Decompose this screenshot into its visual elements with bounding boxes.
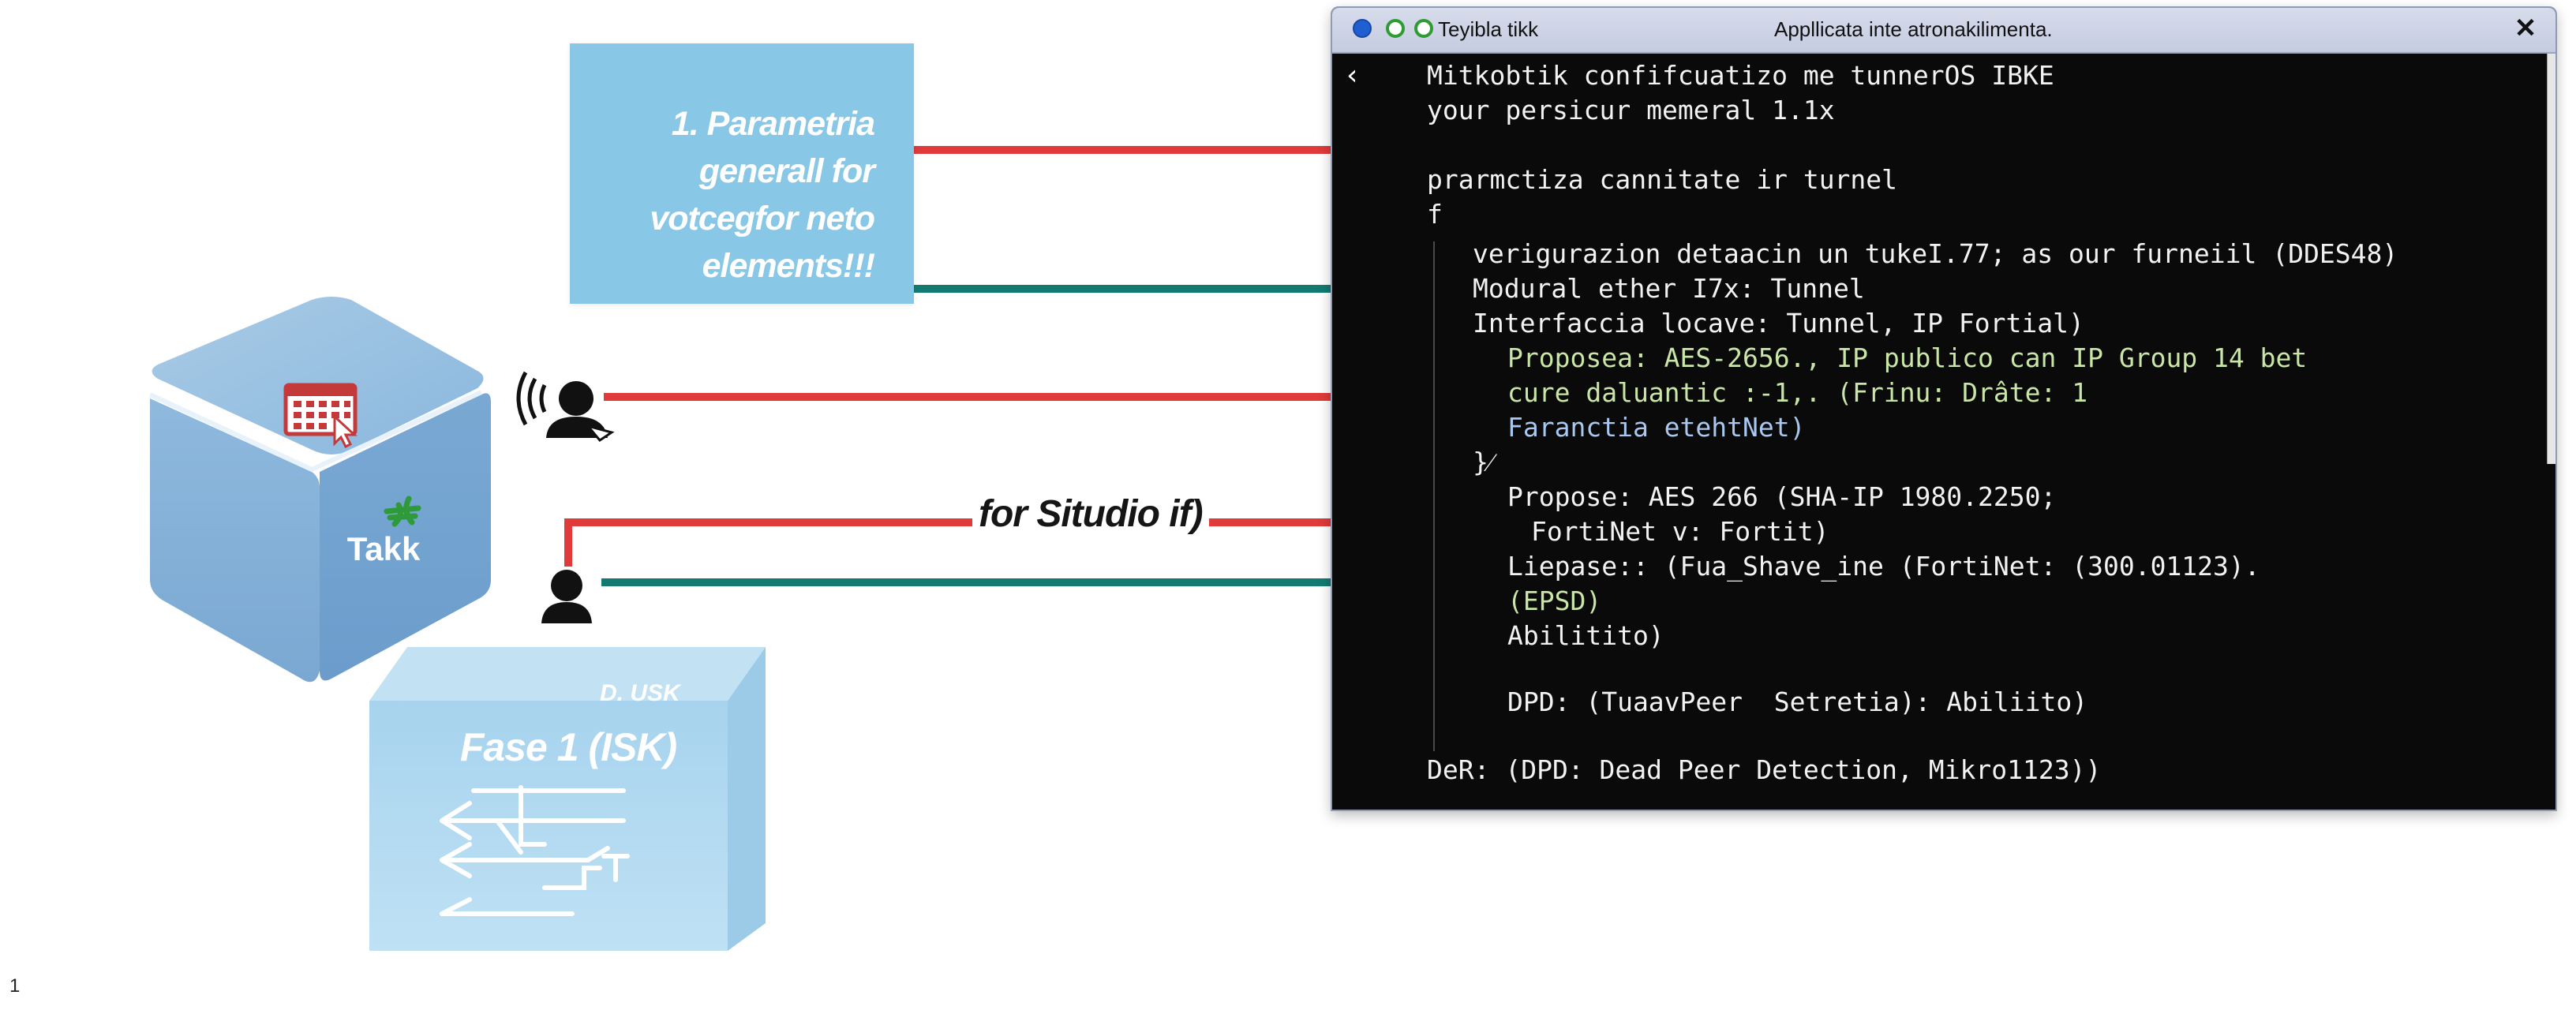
param-line: 1. Parametria bbox=[671, 105, 875, 143]
param-line: votcegfor neto bbox=[650, 200, 875, 238]
user-icon bbox=[541, 570, 592, 623]
green-sparkle-icon bbox=[384, 496, 421, 527]
window-control-green[interactable] bbox=[1414, 19, 1433, 38]
terminal-code: Mitkobtik confifcuatizo me tunnerOS IBKE… bbox=[1332, 8, 2555, 810]
fase-box bbox=[369, 647, 766, 951]
parameter-box-text: 1. Parametria generall for votcegfor net… bbox=[590, 100, 875, 290]
arrow-situdio-red bbox=[564, 518, 1342, 567]
code-line: cure daluantic :-1,. (Frinu: Drâte: 1 bbox=[1507, 377, 2088, 408]
window-control-blue[interactable] bbox=[1353, 19, 1372, 38]
param-line: elements!!! bbox=[702, 247, 875, 285]
terminal-window: Teyibla tikk Appllicata inte atronakilim… bbox=[1331, 6, 2557, 811]
code-line: your persicur memeral 1.1x bbox=[1427, 95, 1835, 125]
code-line: Faranctia etehtNet) bbox=[1507, 412, 1806, 443]
code-line: Modural ether I7x: Tunnel bbox=[1473, 273, 1865, 304]
arrow-label: for Situdio if) bbox=[972, 492, 1209, 536]
code-line: DeR: (DPD: Dead Peer Detection, Mikro112… bbox=[1427, 754, 2102, 785]
code-line: Proposea: AES-2656., IP publico can IP G… bbox=[1507, 342, 2308, 373]
param-line: generall for bbox=[698, 152, 875, 190]
window-titlebar: Teyibla tikk Appllicata inte atronakilim… bbox=[1332, 8, 2555, 54]
takk-cube bbox=[148, 297, 491, 683]
code-line: Abilitito) bbox=[1507, 620, 1664, 651]
code-line: DPD: (TuaavPeer Setretia): Abiliito) bbox=[1507, 686, 2088, 717]
code-line: FortiNet v: Fortit) bbox=[1531, 516, 1829, 547]
code-line: Mitkobtik confifcuatizo me tunnerOS IBKE bbox=[1427, 60, 2054, 91]
network-branch-icon bbox=[440, 785, 630, 916]
code-line: (EPSD) bbox=[1507, 585, 1602, 616]
window-control-green[interactable] bbox=[1386, 19, 1405, 38]
parameter-box: 1. Parametria generall for votcegfor net… bbox=[570, 43, 914, 304]
takk-label: Takk bbox=[346, 530, 421, 567]
code-line: verigurazion detaacin un tukeI.77; as ou… bbox=[1473, 238, 2398, 269]
code-line: }⁄ bbox=[1473, 447, 1493, 477]
code-line: Liepase:: (Fua_Shave_ine (FortiNet: (300… bbox=[1507, 551, 2260, 582]
indent-guide bbox=[1433, 241, 1435, 751]
back-chevron-icon[interactable]: ‹ bbox=[1346, 59, 1358, 92]
cursor-icon bbox=[333, 413, 358, 449]
code-line: Propose: AES 266 (SHA-IP 1980.2250; bbox=[1507, 481, 2057, 512]
fase-title: Fase 1 (ISK) bbox=[459, 725, 677, 769]
close-icon[interactable]: ✕ bbox=[2514, 13, 2537, 43]
window-title: Appllicata inte atronakilimenta. bbox=[1774, 17, 2053, 41]
code-line: f bbox=[1427, 199, 1443, 230]
code-line: Interfaccia locave: Tunnel, IP Fortial) bbox=[1473, 308, 2084, 339]
wireless-user-icon bbox=[516, 371, 615, 442]
fase-tag: D. USK bbox=[600, 680, 680, 706]
calendar-grid-icon bbox=[283, 383, 358, 436]
app-name: Teyibla tikk bbox=[1438, 17, 1539, 41]
page-number: 1 bbox=[9, 975, 21, 997]
scrollbar[interactable] bbox=[2547, 54, 2555, 464]
code-line: prarmctiza cannitate ir turnel bbox=[1427, 164, 1898, 195]
